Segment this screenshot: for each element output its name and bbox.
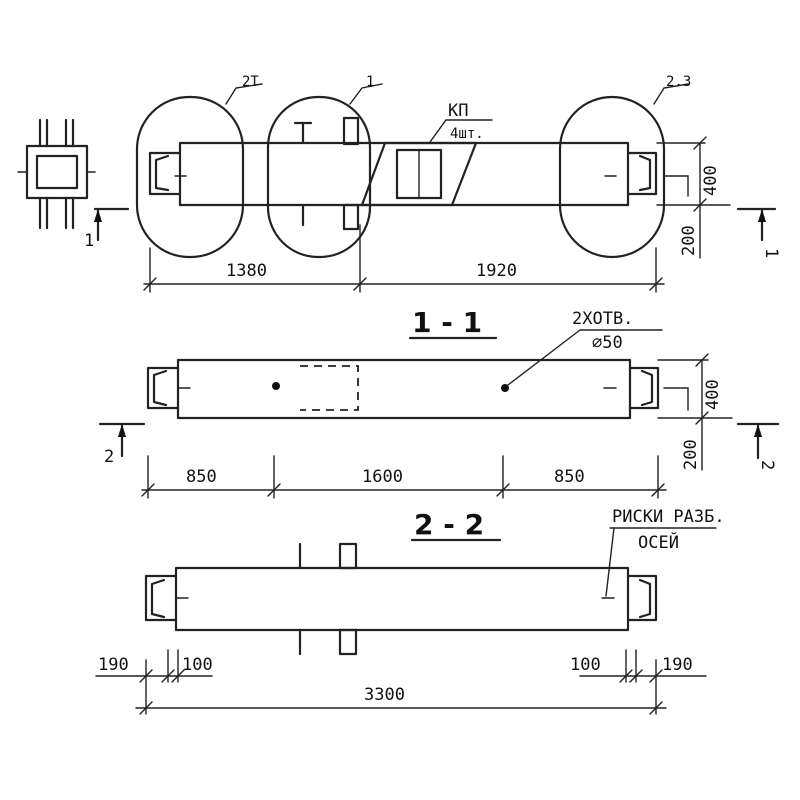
dim-3300: 3300	[364, 685, 405, 705]
cross-section-view	[17, 118, 96, 230]
dim-height-400-s1: 400	[703, 379, 723, 410]
dim-190-left: 190	[98, 655, 129, 675]
dim-1920: 1920	[476, 261, 517, 281]
embedded-plate-kp	[360, 141, 478, 207]
hole-diameter: ⌀50	[592, 333, 623, 353]
dim-850-right: 850	[554, 467, 585, 487]
hole-label: 2ХОТВ.	[572, 309, 633, 329]
section-1-beam	[176, 358, 632, 420]
hole-left	[272, 382, 280, 390]
axis-marks-note-line2: ОСЕЙ	[638, 531, 679, 553]
marker-2-3: 2.3	[666, 74, 691, 90]
dim-850-left: 850	[186, 467, 217, 487]
dim-1380: 1380	[226, 261, 267, 281]
section-mark-2-right: 2	[757, 460, 777, 470]
dim-height-400: 400	[701, 165, 721, 196]
kp-quantity: 4шт.	[450, 126, 484, 142]
section-mark-1-right: 1	[761, 248, 781, 258]
section-2-beam	[174, 566, 630, 632]
hole-right	[501, 384, 509, 392]
dim-height-200-s1: 200	[681, 439, 701, 470]
section-mark-1-left: 1	[84, 231, 94, 251]
section-1-1-title: 1 - 1	[412, 306, 482, 339]
dim-190-right: 190	[662, 655, 693, 675]
plan-view: 2Т 1 2.3 КП 4шт. 1 1 400 200 1380 1920	[84, 74, 781, 293]
dim-100-left: 100	[182, 655, 213, 675]
section-2-2-title: 2 - 2	[414, 508, 484, 541]
marker-1: 1	[366, 74, 374, 90]
marker-2t: 2Т	[242, 74, 259, 90]
loop-zone-middle	[266, 95, 372, 259]
axis-marks-note-line1: РИСКИ РАЗБ.	[612, 507, 725, 527]
dim-1600: 1600	[362, 467, 403, 487]
section-2-2: 2 - 2 РИСКИ РАЗБ. ОСЕЙ 1	[95, 507, 725, 715]
loop-zone-right	[558, 95, 666, 259]
dim-height-200: 200	[679, 225, 699, 256]
dim-100-right: 100	[570, 655, 601, 675]
loop-zone-left	[135, 95, 245, 259]
section-mark-2-left: 2	[104, 447, 114, 467]
section-1-1: 1 - 1 2ХОТВ. ⌀50 2 2	[98, 306, 780, 499]
kp-label: КП	[448, 101, 468, 121]
